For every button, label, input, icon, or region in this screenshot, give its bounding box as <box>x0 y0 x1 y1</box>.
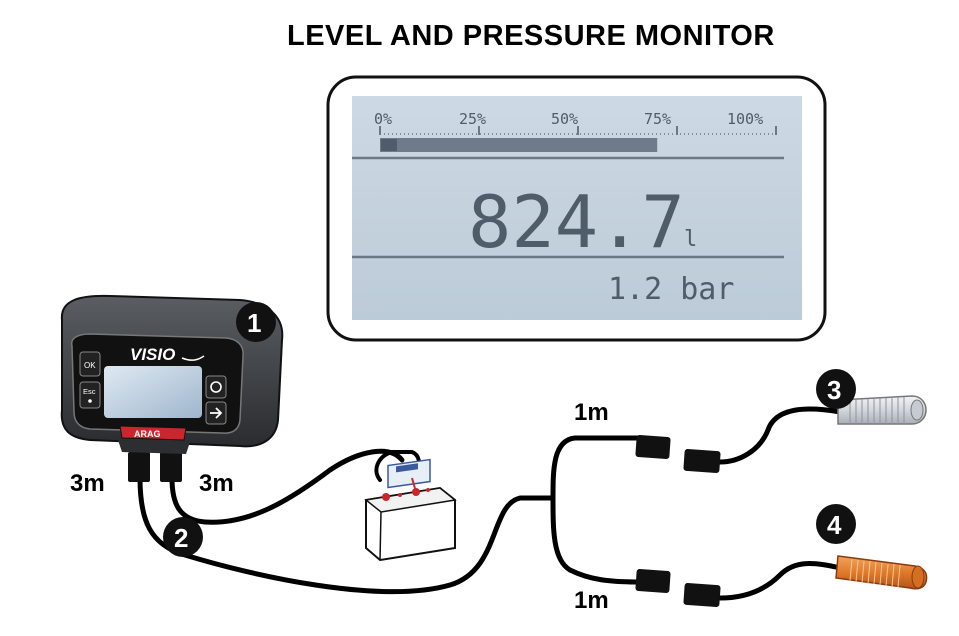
connector-upper-a <box>635 435 671 459</box>
cable-length-label: 3m <box>199 470 234 497</box>
connector-left-a <box>128 452 150 482</box>
sensor-cable <box>137 475 556 595</box>
callout-badge-2: 2 <box>163 517 203 557</box>
pressure-readout: 1.2 bar <box>608 272 734 307</box>
callout-number: 4 <box>827 510 842 540</box>
page-title: LEVEL AND PRESSURE MONITOR <box>287 20 775 52</box>
scale-label-100: 100% <box>727 110 763 128</box>
rotate-icon <box>210 381 222 393</box>
callout-badge-4: 4 <box>816 504 856 544</box>
esc-button-label: Esc <box>83 387 96 396</box>
connectors <box>128 435 721 608</box>
scale-label-0: 0% <box>374 110 392 128</box>
brand-logo: VISIO <box>130 345 175 364</box>
callout-badge-1: 1 <box>236 302 276 342</box>
callout-number: 2 <box>174 523 188 553</box>
power-cable <box>169 448 405 525</box>
maker-logo: ARAG <box>134 429 161 439</box>
volume-unit: l <box>684 227 697 252</box>
callout-badge-3: 3 <box>816 369 856 409</box>
cable-length-label: 3m <box>70 470 105 497</box>
visio-monitor-device: VISIO OK Esc ARAG <box>60 294 284 454</box>
volume-value: 824.7 <box>468 180 685 264</box>
level-bar-fill <box>380 138 658 152</box>
ok-button-label: OK <box>84 361 96 370</box>
connector-upper-b <box>683 448 721 474</box>
scale-label-25: 25% <box>459 110 486 128</box>
arrow-right-icon <box>210 407 223 419</box>
pressure-sensor <box>835 555 928 590</box>
rotate-button <box>205 375 227 399</box>
connector-left-b <box>160 452 182 482</box>
callout-number: 1 <box>247 308 261 338</box>
lower-branch-cable <box>550 495 643 585</box>
level-sensor <box>837 395 927 425</box>
scale-label-50: 50% <box>551 110 578 128</box>
upper-branch-cable <box>550 435 643 501</box>
connector-lower-a <box>635 569 671 593</box>
cable-length-label: 1m <box>574 587 609 614</box>
cable-length-label: 1m <box>574 399 609 426</box>
device-screen <box>104 366 202 418</box>
scale-label-75: 75% <box>644 110 671 128</box>
callout-number: 3 <box>827 375 841 405</box>
esc-button <box>79 381 101 409</box>
ok-button <box>79 351 101 377</box>
level-scale: 0% 25% 50% 75% 100% <box>374 110 777 152</box>
lcd-zoom-panel: 0% 25% 50% 75% 100% 824.7 l 1.2 bar <box>326 75 827 342</box>
battery <box>364 458 457 562</box>
connector-lower-b <box>683 582 721 608</box>
